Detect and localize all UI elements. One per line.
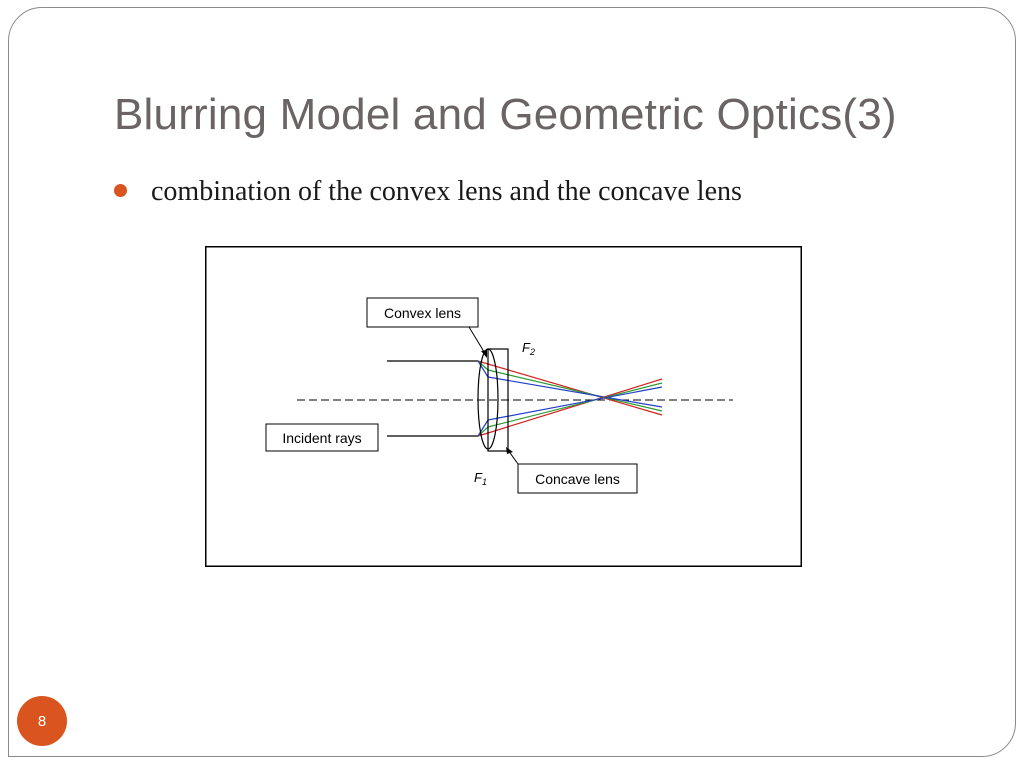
convex-lens-label-box bbox=[366, 297, 479, 328]
bullet-dot-icon bbox=[114, 183, 127, 197]
diagram-border bbox=[205, 246, 802, 567]
incident-rays-label-box bbox=[265, 423, 379, 452]
ray-blue-top-out bbox=[487, 376, 663, 408]
concave-lens-arrowhead bbox=[506, 447, 513, 454]
focal-point-f1: F1 bbox=[474, 470, 487, 487]
ray-green-top-out bbox=[487, 369, 663, 412]
concave-lens-label: Concave lens bbox=[535, 471, 620, 487]
concave-lens-shape bbox=[487, 348, 509, 452]
ray-red-top-in bbox=[477, 360, 489, 365]
ray-blue-top-in bbox=[477, 360, 489, 378]
bullet-item: combination of the convex lens and the c… bbox=[114, 172, 742, 212]
ray-red-top-out bbox=[487, 363, 663, 416]
convex-lens-arrowhead bbox=[481, 350, 487, 358]
slide-title: Blurring Model and Geometric Optics(3) bbox=[114, 90, 897, 139]
concave-lens-label-box bbox=[517, 463, 638, 494]
convex-lens-pointer bbox=[468, 326, 487, 356]
ray-green-bottom-in bbox=[477, 426, 489, 437]
ray-blue-bottom-out bbox=[487, 386, 663, 421]
incident-rays-label: Incident rays bbox=[282, 430, 361, 446]
page-number-badge: 8 bbox=[17, 696, 67, 746]
ray-blue-bottom-in bbox=[477, 419, 489, 437]
focal-point-f2: F2 bbox=[522, 340, 535, 357]
ray-red-bottom-in bbox=[477, 432, 489, 437]
optics-diagram: Convex lens Incident rays Concave lens F… bbox=[205, 246, 802, 567]
bullet-text: combination of the convex lens and the c… bbox=[151, 176, 742, 207]
ray-green-top-in bbox=[477, 360, 489, 371]
ray-green-bottom-out bbox=[487, 382, 663, 428]
convex-lens-label: Convex lens bbox=[384, 305, 461, 321]
ray-red-bottom-out bbox=[487, 378, 663, 434]
